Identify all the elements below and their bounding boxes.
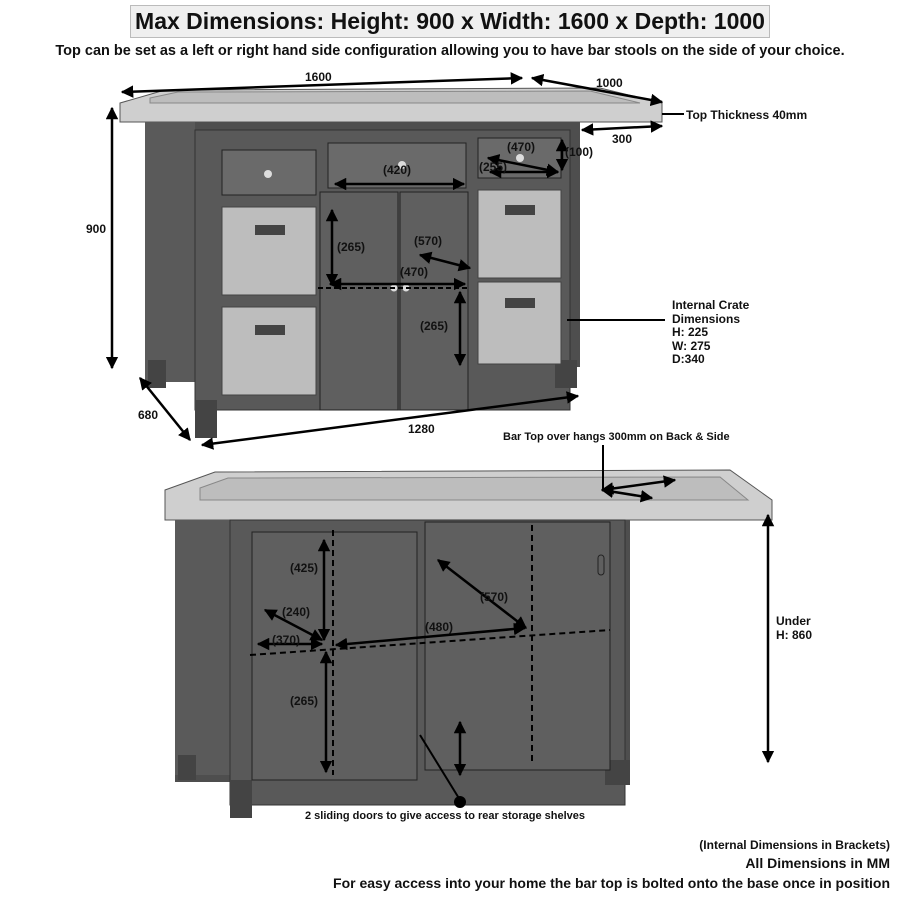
crate-height: H: 225 [672,325,709,339]
shelf-depth-small-label: (240) [282,605,311,619]
bar-overhang-note: Bar Top over hangs 300mm on Back & Side [503,431,730,443]
internal-dimensions-note: (Internal Dimensions in Brackets) [699,838,890,852]
top-thickness-label: Top Thickness 40mm [686,108,808,122]
drawer-small-width-label: (255) [479,160,508,174]
sliding-doors-note: 2 sliding doors to give access to rear s… [305,810,586,822]
units-note: All Dimensions in MM [745,855,890,871]
cupboard-height-top-label: (265) [337,240,366,254]
height-label-900: 900 [86,222,107,236]
drawer-depth-label: (470) [507,140,536,154]
under-value: H: 860 [776,627,813,642]
crate-depth: D:340 [672,352,705,366]
drawer-wide-width-label: (420) [383,163,412,177]
shelf-width-large-label: (480) [425,620,454,634]
shelf-depth-large-label: (570) [480,590,509,604]
shelf-height-bottom-label: (265) [290,694,319,708]
base-depth-label-680: 680 [138,408,159,422]
under-height-label: Under H: 860 [776,614,813,642]
internal-crate-dimensions: Internal Crate Dimensions H: 225 W: 275 … [672,298,750,367]
rear-dimension-lines [256,475,775,777]
rear-view-island [164,469,773,818]
base-width-label-1280: 1280 [408,422,435,436]
crate-title-1: Internal Crate [672,298,750,312]
front-dimension-lines [105,72,664,450]
crate-width: W: 275 [672,338,711,353]
shelf-width-small-label: (370) [272,633,301,647]
shelf-height-top-label: (425) [290,561,319,575]
front-view-island [119,87,663,438]
width-label-1600: 1600 [305,70,332,84]
access-note: For easy access into your home the bar t… [333,875,890,891]
drawer-height-label: (100) [565,145,594,159]
depth-label-1000: 1000 [596,76,623,90]
callout-dot [454,796,466,808]
cupboard-depth-label: (570) [414,234,443,248]
configuration-subtitle: Top can be set as a left or right hand s… [55,43,845,59]
rear-leader-lines [419,445,604,801]
under-title: Under [776,614,811,628]
crate-title-2: Dimensions [672,311,741,326]
cupboard-width-label: (470) [400,265,429,279]
max-dimensions-title: Max Dimensions: Height: 900 x Width: 160… [130,5,770,38]
overhang-label-300: 300 [612,132,633,146]
front-leader-lines [567,113,684,321]
cupboard-height-bottom-label: (265) [420,319,449,333]
